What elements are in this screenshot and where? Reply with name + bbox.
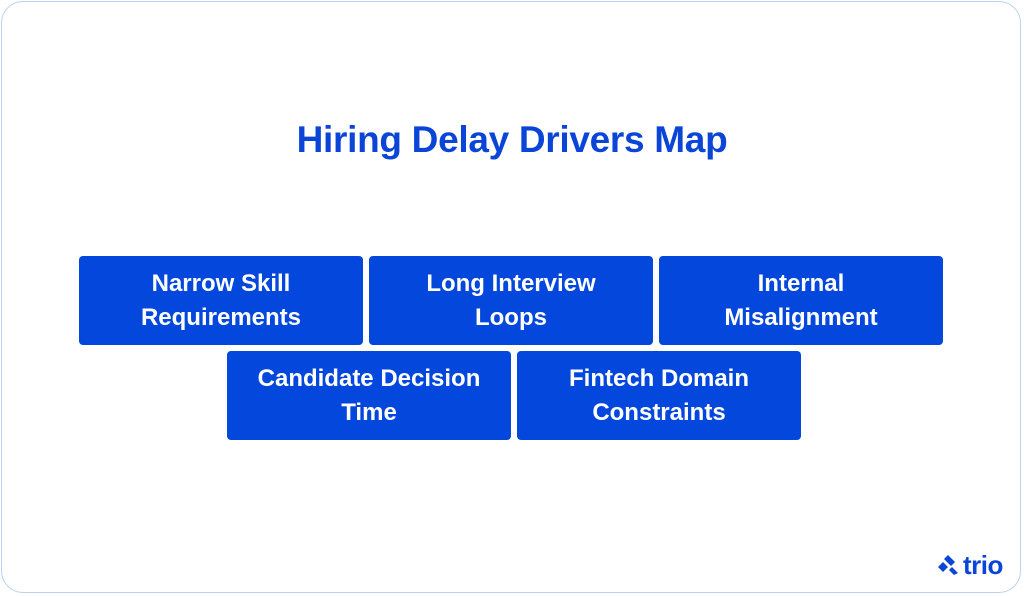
driver-box-candidate-decision: Candidate Decision Time: [227, 351, 511, 440]
driver-label: Long Interview Loops: [426, 269, 596, 331]
diagram-title: Hiring Delay Drivers Map: [296, 119, 728, 160]
logo-text: trio: [963, 550, 1003, 580]
driver-box-narrow-skill: Narrow Skill Requirements: [79, 256, 363, 345]
driver-box-fintech-domain: Fintech Domain Constraints: [517, 351, 801, 440]
trio-logo: trio: [938, 551, 1003, 579]
trio-logo-mark-icon: [938, 555, 958, 575]
driver-label: Fintech Domain Constraints: [568, 364, 749, 426]
driver-box-internal-misalignment: Internal Misalignment: [659, 256, 943, 345]
driver-label: Candidate Decision Time: [257, 364, 481, 426]
driver-box-long-interview: Long Interview Loops: [369, 256, 653, 345]
driver-label: Internal Misalignment: [724, 269, 878, 331]
driver-label: Narrow Skill Requirements: [140, 269, 302, 331]
